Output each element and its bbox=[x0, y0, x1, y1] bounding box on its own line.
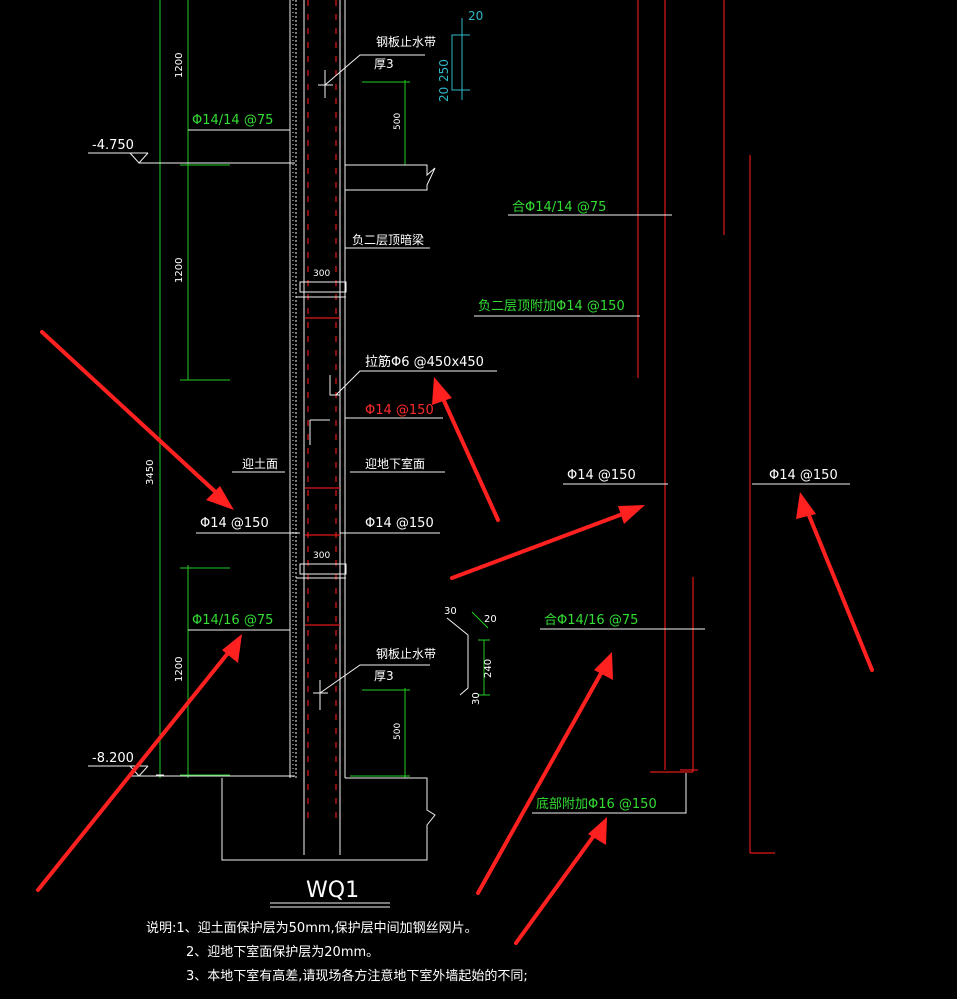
waterstop-bottom: 钢板止水带 厚3 500 bbox=[313, 647, 436, 778]
inner-labels: 负二层顶暗梁 拉筋Φ6 @450x450 Φ14 @150 迎地下室面 Φ14 … bbox=[335, 232, 497, 534]
elevation-marker-bottom: -8.200 bbox=[88, 751, 295, 777]
cyan-dim-250: 250 bbox=[437, 59, 451, 82]
hidden-beam-label: 负二层顶暗梁 bbox=[352, 232, 424, 247]
slab-breakline-top bbox=[345, 164, 436, 191]
dim-300-bottom: 300 bbox=[313, 551, 330, 561]
cyan-dim-20-top: 20 bbox=[468, 9, 483, 23]
dim-1200-bottom: 1200 bbox=[174, 657, 185, 682]
green-detail-bottom: 30 20 240 30 bbox=[444, 606, 497, 705]
bar-inner-right: Φ14 @150 bbox=[365, 516, 434, 531]
dim-3450: 3450 bbox=[145, 460, 156, 485]
waterstop-bottom-thickness: 厚3 bbox=[374, 669, 394, 683]
right-mid-label-2: Φ14 @150 bbox=[769, 468, 838, 483]
bar-left-mid: Φ14 @150 bbox=[200, 516, 269, 531]
title-block: WQ1 说明:1、迎土面保护层为50mm,保护层中间加钢丝网片。 2、迎地下室面… bbox=[146, 878, 528, 984]
dim-300-top: 300 bbox=[313, 269, 330, 279]
green-dim-30-b: 30 bbox=[471, 692, 482, 705]
right-rebar-lines bbox=[637, 0, 775, 854]
waterstop-top-title: 钢板止水带 bbox=[376, 35, 436, 49]
note-1: 说明:1、迎土面保护层为50mm,保护层中间加钢丝网片。 bbox=[146, 921, 478, 936]
right-mid-label-1: Φ14 @150 bbox=[567, 468, 636, 483]
cyan-dim-20-bottom: 20 bbox=[437, 87, 451, 102]
wall-section bbox=[289, 0, 347, 855]
bar-left-top: Φ14/14 @75 bbox=[192, 113, 273, 128]
drawing-title: WQ1 bbox=[306, 878, 359, 903]
bottom-additional-label: 底部附加Φ16 @150 bbox=[536, 796, 657, 812]
face-earth: 迎土面 bbox=[242, 457, 278, 471]
dim-1200-top: 1200 bbox=[174, 53, 185, 78]
combo-bottom-label: 合Φ14/16 @75 bbox=[544, 613, 638, 628]
elevation-marker-top: -4.750 bbox=[88, 138, 295, 164]
left-dimension-lines bbox=[156, 0, 230, 778]
tie-bar-label: 拉筋Φ6 @450x450 bbox=[365, 354, 484, 370]
left-rebar-labels: Φ14/14 @75 迎土面 Φ14 @150 Φ14/16 @75 bbox=[188, 113, 300, 631]
right-rebar-labels: 合Φ14/14 @75 负二层顶附加Φ14 @150 Φ14 @150 Φ14 … bbox=[474, 200, 850, 814]
note-3: 3、本地下室有高差,请现场各方注意地下室外墙起始的不同; bbox=[186, 968, 528, 984]
elevation-top-label: -4.750 bbox=[92, 138, 134, 153]
bar-inner-red: Φ14 @150 bbox=[365, 403, 434, 418]
dim-1200-mid: 1200 bbox=[174, 258, 185, 283]
additional-top-label: 负二层顶附加Φ14 @150 bbox=[478, 299, 625, 314]
foundation bbox=[221, 777, 436, 861]
green-dim-240: 240 bbox=[483, 659, 494, 678]
combo-top-label: 合Φ14/14 @75 bbox=[512, 200, 606, 215]
cyan-detail-top: 20 250 20 bbox=[437, 9, 483, 102]
face-basement: 迎地下室面 bbox=[365, 456, 425, 471]
annotation-arrows bbox=[36, 330, 874, 945]
green-dim-20: 20 bbox=[484, 614, 497, 625]
waterstop-top-thickness: 厚3 bbox=[374, 57, 394, 71]
note-2: 2、迎地下室面保护层为20mm。 bbox=[186, 944, 379, 960]
elevation-bottom-label: -8.200 bbox=[92, 751, 134, 766]
waterstop-top: 钢板止水带 厚3 500 bbox=[318, 35, 436, 166]
green-dim-30: 30 bbox=[444, 606, 457, 617]
bar-left-bottom: Φ14/16 @75 bbox=[192, 613, 273, 628]
waterstop-bottom-title: 钢板止水带 bbox=[376, 647, 436, 661]
dim-500-bottom: 500 bbox=[393, 723, 403, 740]
dim-500-top: 500 bbox=[393, 113, 403, 130]
